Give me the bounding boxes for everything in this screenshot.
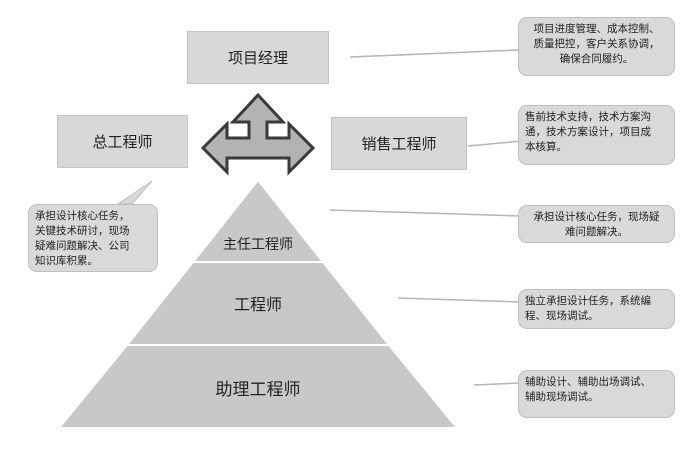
assistant-engineer-label: 助理工程师 — [215, 379, 301, 400]
chief-engineer-box: 总工程师 — [57, 115, 188, 168]
connector-sales-engineer — [467, 140, 523, 147]
connector-assistant-engineer — [473, 382, 521, 386]
callout-tail-chief-engineer — [116, 180, 153, 205]
sales-engineer-label: 销售工程师 — [361, 135, 437, 153]
three-way-arrow-icon — [200, 92, 316, 176]
principal-engineer-label-area: 主任工程师 — [198, 232, 318, 256]
engineer-label: 工程师 — [233, 295, 282, 314]
principal-engineer-description: 承担设计核心任务，现场疑 难问题解决。 — [518, 205, 675, 243]
connector-engineer — [397, 297, 521, 303]
pyramid-tier-bottom — [56, 344, 460, 429]
engineer-label-area: 工程师 — [198, 290, 318, 316]
project-manager-label: 项目经理 — [227, 49, 288, 67]
sales-engineer-box: 销售工程师 — [331, 117, 467, 170]
project-manager-box: 项目经理 — [187, 31, 329, 84]
principal-engineer-label: 主任工程师 — [223, 237, 293, 253]
assistant-engineer-label-area: 助理工程师 — [178, 372, 338, 402]
project-manager-description: 项目进度管理、成本控制、 质量把控，客户关系协调， 确保合同履约。 — [518, 17, 675, 76]
chief-engineer-description: 承担设计核心任务， 关键技术研讨，现场 疑难问题解决、公司 知识库积累。 — [28, 204, 158, 272]
assistant-engineer-description: 辅助设计、辅助出场调试、 辅助现场调试。 — [518, 370, 675, 418]
engineer-description: 独立承担设计任务，系统编 程、现场调试。 — [518, 289, 675, 329]
connector-project-manager — [349, 49, 519, 58]
chief-engineer-label: 总工程师 — [92, 133, 153, 151]
sales-engineer-description: 售前技术支持，技术方案沟 通，技术方案设计，项目成 本核算。 — [518, 105, 675, 165]
pyramid — [56, 178, 460, 429]
connector-lines — [329, 49, 523, 386]
connector-principal-engineer — [329, 209, 521, 217]
